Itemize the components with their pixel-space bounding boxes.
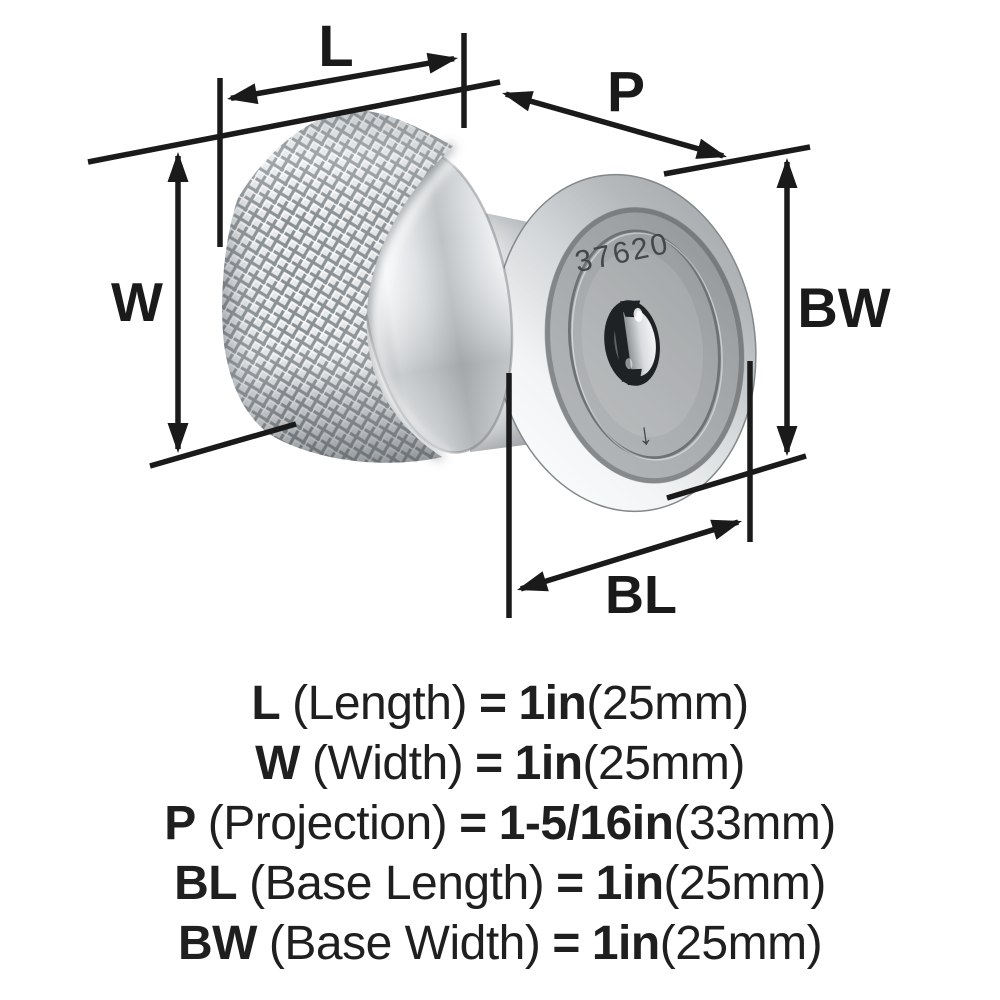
spec-value-imperial: 1in (595, 857, 664, 910)
dimension-label-base-length: BL (605, 565, 677, 625)
dimension-spec-list: L(Length)=1in(25mm) W(Width)=1in(25mm) P… (0, 674, 1000, 974)
spec-line-base-length: BL(Base Length)=1in(25mm) (0, 854, 1000, 914)
spec-line-base-width: BW(Base Width)=1in(25mm) (0, 914, 1000, 974)
spec-value-metric: (25mm) (582, 737, 746, 790)
spec-line-projection: P(Projection)=1-5/16in(33mm) (0, 794, 1000, 854)
spec-code: BW (177, 917, 257, 970)
knob-back-face (360, 148, 514, 454)
spec-name: (Base Width) (268, 917, 541, 970)
equals-sign: = (459, 797, 487, 850)
equals-sign: = (556, 857, 584, 910)
spec-name: (Base Length) (249, 857, 545, 910)
dimension-label-length: L (318, 14, 353, 79)
spec-value-imperial: 1-5/16in (498, 797, 674, 850)
equals-sign: = (552, 917, 580, 970)
spec-name: (Length) (292, 677, 467, 730)
spec-code: BL (174, 857, 238, 910)
dimension-lines (87, 33, 811, 618)
spec-value-imperial: 1in (518, 677, 587, 730)
spec-value-metric: (25mm) (663, 857, 827, 910)
knurled-grip (222, 110, 453, 463)
spec-code: P (164, 797, 196, 850)
spec-value-imperial: 1in (591, 917, 660, 970)
center-hole (604, 300, 660, 386)
equals-sign: = (478, 677, 507, 730)
knob-dimension-diagram: 37620 ↓ (87, 14, 891, 625)
dimension-label-width: W (111, 271, 163, 333)
spec-name: (Projection) (207, 797, 448, 850)
spec-value-metric: (25mm) (659, 917, 823, 970)
spec-name: (Width) (311, 737, 464, 790)
spec-value-metric: (33mm) (673, 797, 836, 850)
spec-value-metric: (25mm) (586, 677, 749, 730)
equals-sign: = (475, 737, 503, 790)
base-plate: 37620 ↓ (493, 173, 757, 513)
knob-render: 37620 ↓ (222, 110, 757, 513)
spec-line-length: L(Length)=1in(25mm) (0, 674, 1000, 734)
spec-code: L (251, 677, 281, 730)
face-groove-ring (567, 229, 721, 460)
spec-value-imperial: 1in (514, 737, 583, 790)
dimension-label-base-width: BW (797, 276, 890, 339)
spec-line-width: W(Width)=1in(25mm) (0, 734, 1000, 794)
orientation-mark-icon: ↓ (635, 417, 654, 452)
dimension-label-projection: P (607, 60, 645, 124)
spec-code: W (255, 737, 300, 790)
